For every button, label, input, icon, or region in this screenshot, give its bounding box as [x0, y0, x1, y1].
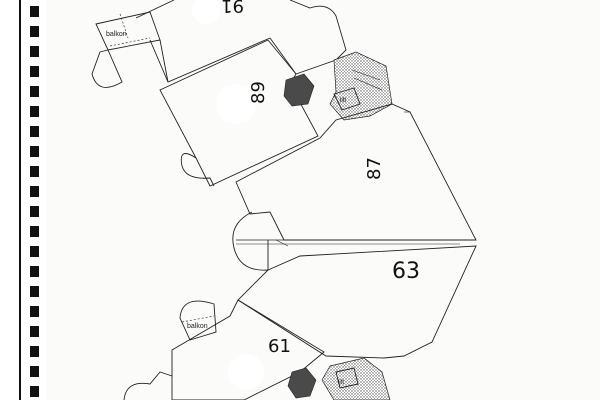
unit-63-outline: [237, 245, 477, 359]
unit-label-top-partial: 91: [221, 0, 244, 16]
binding-hole: [30, 326, 39, 337]
unit-label-63: 63: [392, 259, 420, 284]
binding-hole: [30, 226, 39, 237]
binding-hole: [30, 186, 39, 197]
binding-hole: [30, 126, 39, 137]
binding-hole: [30, 266, 39, 277]
unit-87-outline: [235, 103, 477, 241]
binding-hole: [30, 86, 39, 97]
binding-holes: [30, 6, 39, 397]
unit-label-87: 87: [364, 157, 385, 180]
binding-hole: [30, 286, 39, 297]
unit-bottom-partial: [123, 371, 173, 400]
binding-hole: [30, 106, 39, 117]
central-axis-line: [232, 211, 476, 271]
binding-hole: [30, 206, 39, 217]
binding-hole: [30, 386, 39, 397]
balkon-label-top: balkon: [106, 31, 127, 38]
binding-hole: [30, 346, 39, 357]
binding-hole: [30, 26, 39, 37]
binding-hole: [30, 46, 39, 57]
lift-label-top: lift: [340, 98, 346, 104]
binding-hole: [30, 306, 39, 317]
binding-hole: [30, 246, 39, 257]
binding-hole: [30, 66, 39, 77]
lift-label-bottom: lift: [338, 380, 344, 386]
unit-label-89: 89: [248, 81, 269, 104]
balkon-label-bottom: balkon: [187, 323, 208, 330]
binding-hole: [30, 166, 39, 177]
unit-89-outline: [159, 39, 319, 187]
binding-hole: [30, 146, 39, 157]
binding-hole: [30, 366, 39, 377]
binding-hole: [30, 6, 39, 17]
balkon-top-block: [91, 11, 161, 88]
unit-61-outline: [171, 299, 325, 400]
stair-lift-core-top: [283, 51, 393, 121]
stair-lift-core-bottom: [287, 357, 391, 400]
unit-label-61: 61: [268, 336, 291, 357]
unit-top-partial: [135, 0, 347, 83]
